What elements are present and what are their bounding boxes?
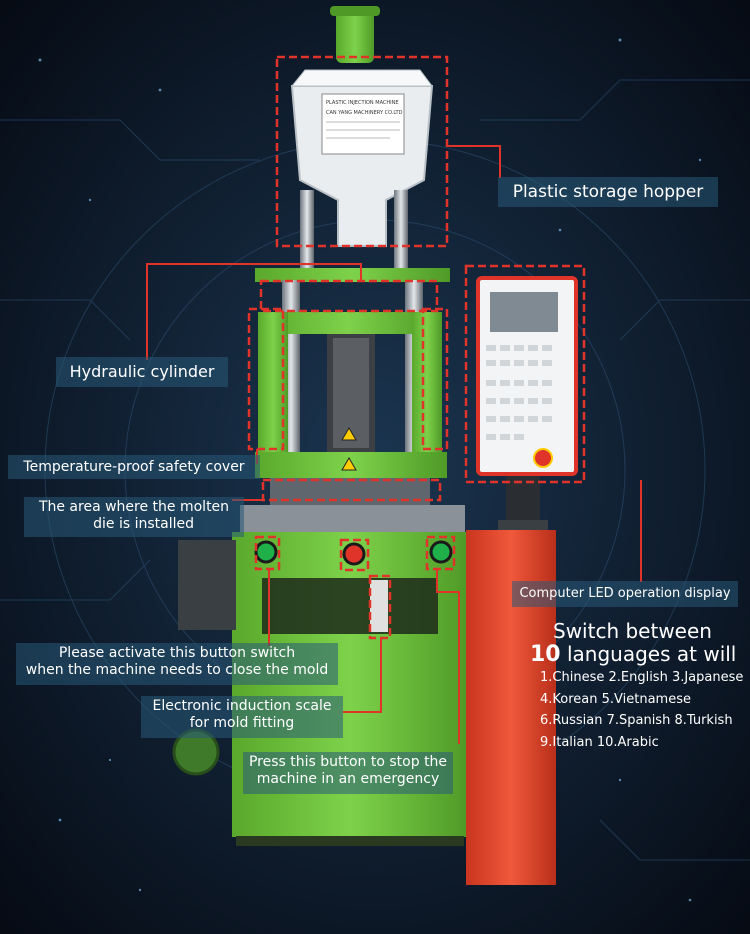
open-mold-button bbox=[429, 540, 453, 564]
languages-heading-rest: languages at will bbox=[560, 642, 737, 666]
hopper-plate-company: CAN YANG MACHINERY CO.LTD bbox=[326, 110, 403, 116]
hopper-label: Plastic storage hopper bbox=[498, 177, 718, 207]
emergency-stop-label-line2: machine in an emergency bbox=[256, 770, 440, 787]
close-mold-button bbox=[254, 540, 278, 564]
top-plate bbox=[255, 268, 450, 282]
close-mold-label: Please activate this button switch when … bbox=[16, 643, 338, 685]
hydraulic-cylinder-label: Hydraulic cylinder bbox=[56, 357, 228, 387]
background-dots bbox=[38, 38, 702, 902]
scale-label: Electronic induction scale for mold fitt… bbox=[141, 696, 343, 738]
emergency-stop-label: Press this button to stop the machine in… bbox=[243, 752, 453, 794]
hydraulic-pump bbox=[178, 540, 236, 630]
hopper-plate bbox=[321, 93, 405, 155]
molten-area-label-line1: The area where the molten bbox=[38, 499, 230, 515]
scale-label-line1: Electronic induction scale bbox=[152, 698, 332, 714]
mold-area bbox=[270, 478, 430, 506]
safety-cover-label: Temperature-proof safety cover bbox=[8, 455, 260, 479]
led-display-label: Computer LED operation display bbox=[512, 581, 738, 607]
keypad bbox=[486, 345, 552, 440]
language-row-4: 9.Italian 10.Arabic bbox=[540, 735, 659, 750]
cylinder-frame bbox=[258, 312, 438, 334]
hopper-plate-title: PLASTIC INJECTION MACHINE bbox=[326, 100, 399, 106]
language-row-1: 1.Chinese 2.English 3.Japanese bbox=[540, 670, 744, 685]
panel-stop-knob bbox=[533, 448, 553, 468]
languages-count: 10 bbox=[530, 642, 561, 667]
work-table bbox=[240, 505, 465, 533]
close-mold-label-line2: when the machine needs to close the mold bbox=[25, 661, 329, 678]
feed-tube bbox=[336, 8, 374, 63]
molten-area-label: The area where the molten die is install… bbox=[24, 497, 244, 537]
emergency-stop-button bbox=[342, 542, 366, 566]
language-row-2: 4.Korean 5.Vietnamese bbox=[540, 692, 691, 707]
led-screen bbox=[490, 292, 558, 332]
languages-heading-line2: 10 languages at will bbox=[530, 642, 736, 667]
molten-area-label-line2: die is installed bbox=[93, 515, 194, 532]
scale-label-line2: for mold fitting bbox=[189, 714, 295, 731]
emergency-stop-label-line1: Press this button to stop the bbox=[248, 754, 448, 770]
scale-rule bbox=[370, 580, 388, 632]
close-mold-label-line1: Please activate this button switch bbox=[58, 645, 296, 661]
languages-heading-line1: Switch between bbox=[553, 619, 712, 643]
language-row-3: 6.Russian 7.Spanish 8.Turkish bbox=[540, 713, 733, 728]
callout-boxes bbox=[247, 55, 586, 640]
